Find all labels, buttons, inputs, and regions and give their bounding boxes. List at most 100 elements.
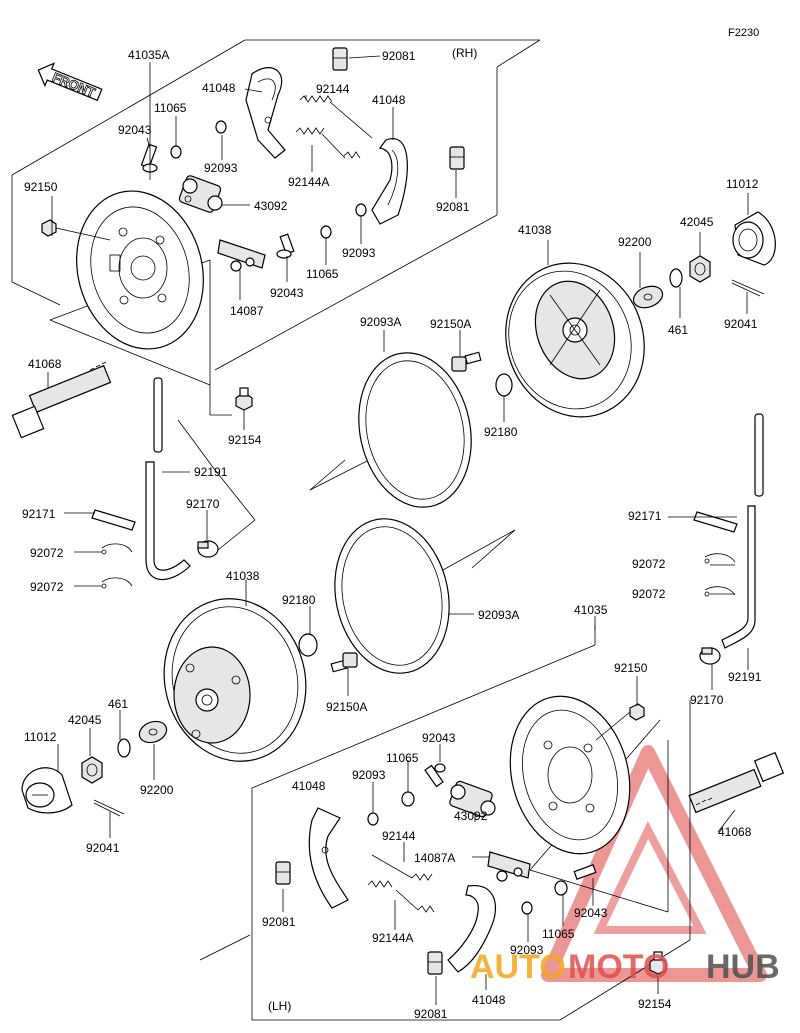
front-label: FRONT <box>50 70 97 101</box>
left-clip-92072-b <box>101 577 133 589</box>
rh-clip-92081-bottom <box>449 146 465 170</box>
part-label-92043: 92043 <box>270 286 304 300</box>
side-label-lh: (LH) <box>268 999 291 1013</box>
part-label-92093A: 92093A <box>360 315 401 329</box>
part-label-92170: 92170 <box>690 693 724 707</box>
lh-clip-92081-b <box>427 951 443 975</box>
lh-brake-shoe-41048-lower <box>447 885 496 973</box>
lh-pin-92043-a <box>424 763 446 788</box>
part-label-11065: 11065 <box>306 267 339 281</box>
rh-pin-92043-a <box>140 143 158 173</box>
rh-seal-92093A <box>358 352 472 508</box>
part-label-92072: 92072 <box>632 557 666 571</box>
part-label-92093A: 92093A <box>478 608 519 622</box>
part-label-92150A: 92150A <box>430 317 471 331</box>
rh-hub-cap-11012 <box>732 211 776 266</box>
lh-wheel-cylinder-43092 <box>449 780 496 818</box>
rh-spring-92144 <box>299 95 373 139</box>
lh-bolt-92150A <box>330 652 358 673</box>
part-label-92072: 92072 <box>30 580 64 594</box>
part-label-92144A: 92144A <box>372 931 413 945</box>
lh-spring-92144A <box>367 880 435 913</box>
rh-brake-shoe-41048-upper <box>245 67 286 159</box>
part-label-92093: 92093 <box>342 246 376 260</box>
part-label-92150A: 92150A <box>326 700 367 714</box>
part-label-92081: 92081 <box>414 1007 448 1021</box>
lh-washer-92093-b <box>521 901 533 915</box>
lh-castle-nut-42045 <box>81 756 103 784</box>
part-label-92041: 92041 <box>86 841 120 855</box>
part-label-92170: 92170 <box>186 497 220 511</box>
part-label-92171: 92171 <box>628 509 662 523</box>
rh-clip-92081-top <box>332 47 348 71</box>
lh-brake-shoe-41048-upper <box>308 807 349 909</box>
part-label-92043: 92043 <box>574 906 608 920</box>
lh-plate-14087A <box>487 851 531 882</box>
lh-cotter-pin-92041 <box>93 799 125 817</box>
part-label-41068: 41068 <box>28 357 62 371</box>
part-label-42045: 42045 <box>680 215 714 229</box>
lh-backing-plate-41035 <box>509 695 631 855</box>
lh-o-ring-92180 <box>298 633 318 657</box>
front-arrow-icon: FRONT <box>37 62 103 102</box>
right-band-92171 <box>693 511 738 533</box>
part-label-92043: 92043 <box>118 123 152 137</box>
part-label-92081: 92081 <box>382 49 416 63</box>
part-label-92180: 92180 <box>282 593 316 607</box>
part-label-41038: 41038 <box>226 569 260 583</box>
left-clip-92072-a <box>101 543 133 555</box>
left-hose-92191 <box>145 377 191 581</box>
part-label-11012: 11012 <box>24 730 57 744</box>
right-hose-92191 <box>721 413 764 649</box>
left-clamp-92170 <box>197 540 219 558</box>
part-label-41048: 41048 <box>202 81 236 95</box>
rh-pin-92043-b <box>276 233 295 259</box>
rh-brake-shoe-41048-lower <box>371 138 408 225</box>
part-label-11065: 11065 <box>386 751 419 765</box>
lh-hub-cap-11012 <box>21 767 73 814</box>
lh-brake-drum-41038 <box>163 598 307 762</box>
part-label-92072: 92072 <box>632 587 666 601</box>
rh-bolt-92154 <box>235 387 253 411</box>
rh-brake-drum-41038 <box>505 262 645 418</box>
part-label-11065: 11065 <box>154 101 187 115</box>
watermark-moto: MOTO <box>568 948 669 986</box>
part-label-92191: 92191 <box>194 465 228 479</box>
part-label-14087: 14087 <box>230 304 264 318</box>
part-label-43092: 43092 <box>454 809 488 823</box>
rh-plate-14087 <box>217 239 266 272</box>
rh-spring-92144A <box>295 127 361 159</box>
watermark-auto: AUTO <box>470 948 566 986</box>
part-label-461: 461 <box>668 323 688 337</box>
lh-axle-shaft-41068 <box>688 751 785 814</box>
side-label-rh: (RH) <box>452 46 477 60</box>
part-label-92081: 92081 <box>436 200 470 214</box>
lh-washer-92093-a <box>367 812 379 826</box>
rh-washer-92093-b <box>355 203 367 217</box>
part-label-92154: 92154 <box>638 997 672 1011</box>
part-label-92154: 92154 <box>228 433 262 447</box>
rh-cotter-pin-92041 <box>731 279 765 297</box>
lh-clip-92081-a <box>275 861 291 885</box>
lh-pin-92043-b <box>573 864 597 880</box>
figure-code: F2230 <box>728 27 759 39</box>
part-label-11065: 11065 <box>542 927 575 941</box>
part-label-92081: 92081 <box>262 915 296 929</box>
part-label-92200: 92200 <box>618 235 652 249</box>
rh-washer-11065-b <box>320 225 332 239</box>
right-clamp-92170 <box>699 647 721 665</box>
part-labels: (RH) (LH) 41035A 92081 41048 92144 41048… <box>22 46 762 1021</box>
part-label-92144: 92144 <box>316 82 350 96</box>
lh-bolt-92154 <box>649 951 667 975</box>
lh-bolt-92150 <box>595 703 645 741</box>
watermark-logo <box>541 745 767 982</box>
lh-washer-11065-a <box>401 791 415 807</box>
rh-castle-nut-42045 <box>689 255 711 283</box>
part-label-43092: 43092 <box>254 199 288 213</box>
part-label-92144: 92144 <box>382 829 416 843</box>
rh-washer-461 <box>669 268 683 288</box>
part-label-92093: 92093 <box>352 768 386 782</box>
part-label-41048: 41048 <box>472 993 506 1007</box>
